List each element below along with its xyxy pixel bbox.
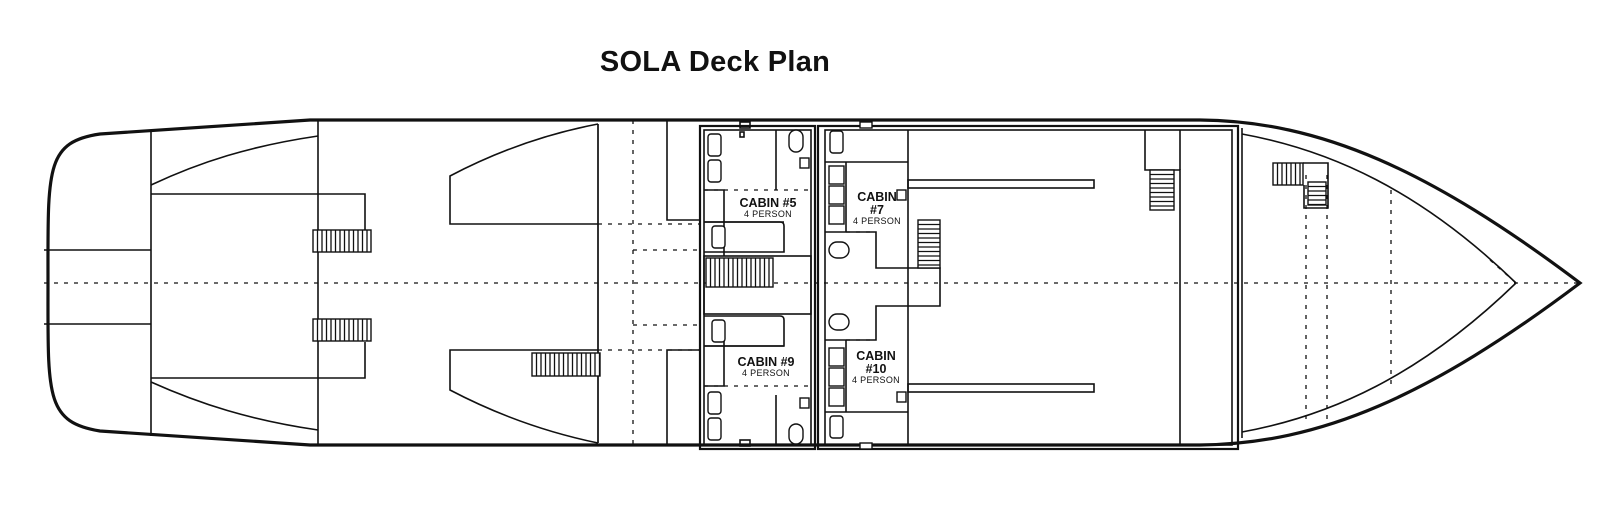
cabin-5-name: CABIN #5 (740, 196, 797, 210)
stairs-stern-starboard (312, 318, 372, 342)
stairs-stern-port (312, 229, 372, 253)
stair-treads (1150, 173, 1174, 207)
stair-treads (535, 353, 601, 376)
cabin-9-name: CABIN #9 (738, 355, 795, 369)
cabin-7-capacity: 4 PERSON (853, 216, 901, 226)
cabin-5-label: CABIN #5 4 PERSON (740, 196, 797, 219)
cabin-7-name-line1: CABIN (857, 190, 897, 204)
stair-treads (1308, 185, 1326, 206)
stairs-fwd-deck (1149, 169, 1175, 211)
cabin-7-name-line2: #7 (870, 203, 884, 217)
cabin-5-capacity: 4 PERSON (744, 209, 792, 219)
hull-outline (46, 118, 1583, 447)
cabin-block-fwd (816, 124, 1240, 451)
beds-aft (707, 129, 810, 445)
cabin-fixtures-fwd (828, 121, 907, 450)
salon-section (449, 120, 700, 445)
cabin-10-label: CABIN #10 4 PERSON (852, 349, 900, 385)
cabin-9-capacity: 4 PERSON (742, 368, 790, 378)
stern-section (44, 120, 366, 445)
stair-treads (316, 319, 368, 341)
cabin-7-label: CABIN #7 4 PERSON (853, 190, 901, 226)
cabin-10-name-line2: #10 (866, 362, 887, 376)
cabin-9-label: CABIN #9 4 PERSON (738, 355, 795, 378)
stair-treads (316, 230, 368, 252)
stair-treads (1276, 163, 1301, 185)
bow-section (1241, 128, 1518, 438)
cabin-10-capacity: 4 PERSON (852, 375, 900, 385)
stairs-salon (531, 352, 601, 377)
stair-treads (918, 223, 940, 266)
cabin-block-aft (698, 121, 817, 451)
cabin-10-name-line1: CABIN (856, 349, 896, 363)
page-title: SOLA Deck Plan (599, 46, 831, 78)
stair-treads (709, 258, 770, 287)
stairs-cabin-block-aft (705, 257, 774, 288)
